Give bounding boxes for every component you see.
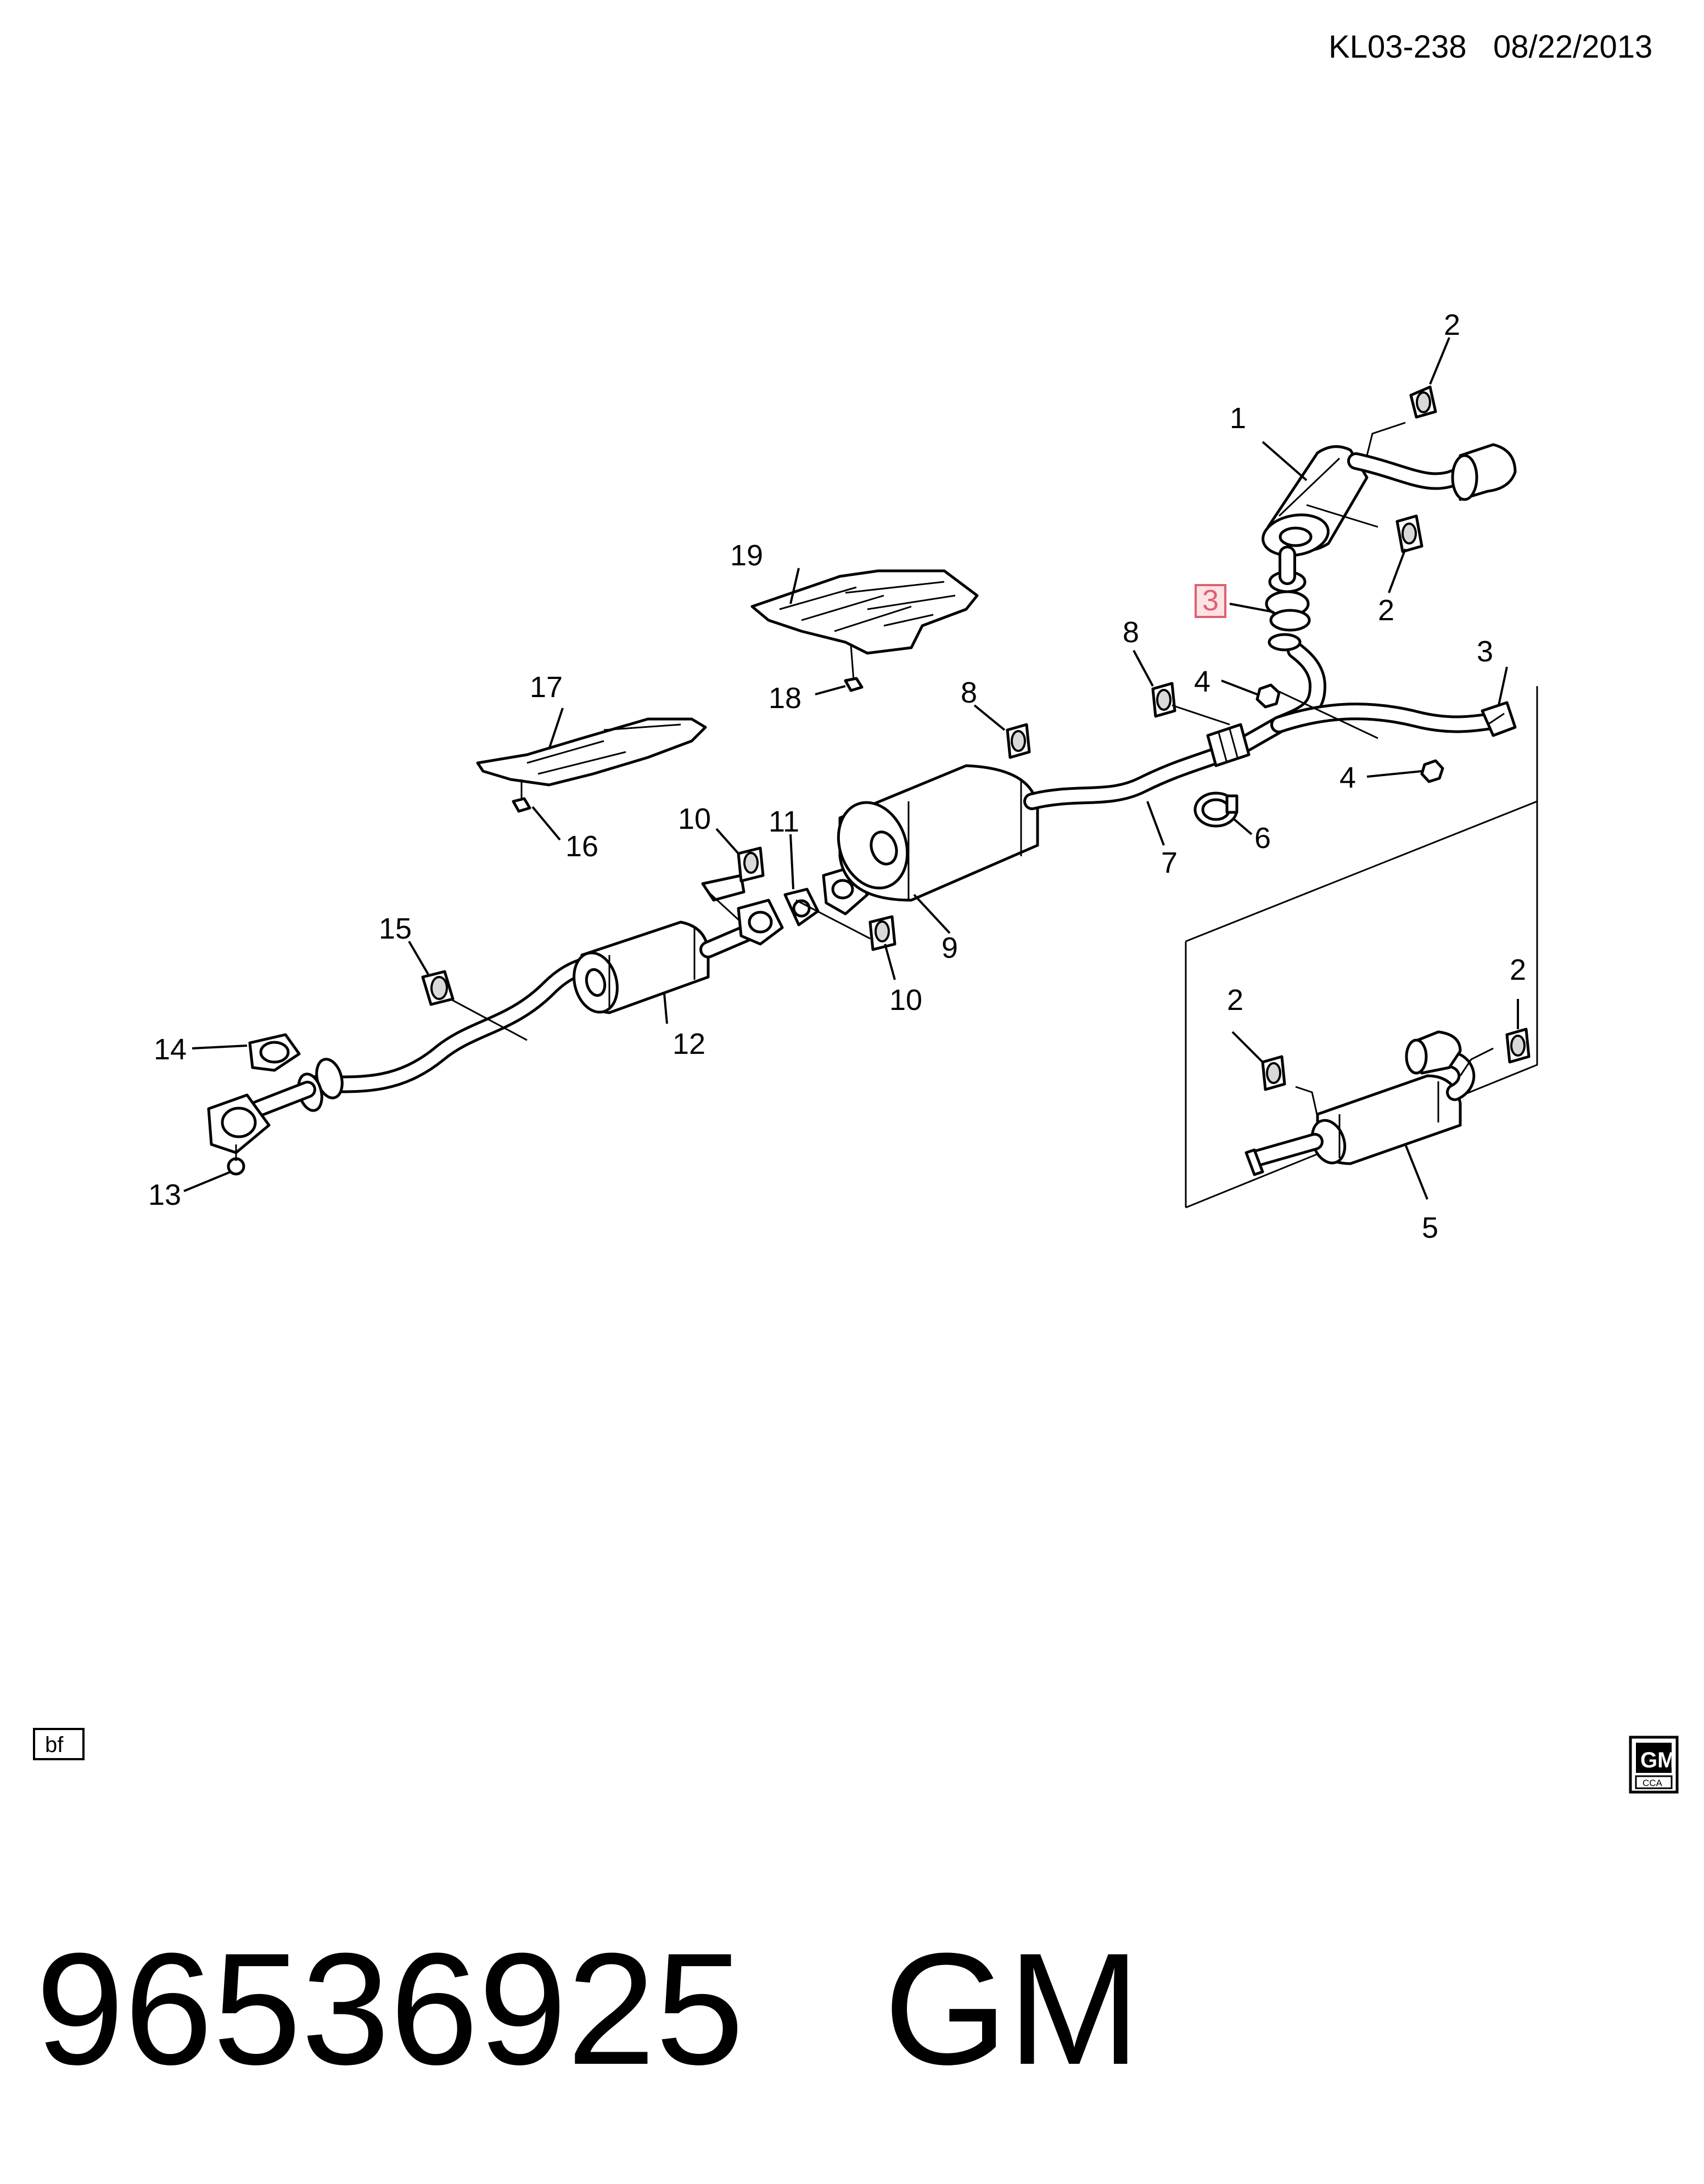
front-pipe-assembly	[249, 952, 613, 1118]
hanger-10-lower	[795, 899, 896, 951]
logo-top: GM	[1640, 1748, 1675, 1772]
inset-box	[1185, 686, 1538, 1209]
callout-3: 3	[1477, 635, 1493, 668]
callout-10: 10	[889, 984, 922, 1017]
seal-3-right	[1481, 701, 1517, 737]
hanger-8-right	[1151, 682, 1230, 726]
leader-lines	[183, 337, 1519, 1200]
callout-13: 13	[148, 1178, 181, 1211]
callout-16: 16	[565, 830, 598, 863]
hanger-2-top	[1409, 385, 1437, 419]
logo-bottom: CCA	[1643, 1778, 1663, 1788]
callout-9: 9	[941, 931, 958, 964]
muffler-5	[1245, 1030, 1494, 1176]
callout-5: 5	[1422, 1211, 1438, 1244]
callout-6: 6	[1254, 822, 1271, 855]
flange-13	[207, 1093, 271, 1176]
brand-name: GM	[884, 1920, 1140, 2098]
gm-cca-logo: GM CCA	[1629, 1736, 1679, 1794]
callout-12: 12	[672, 1028, 705, 1060]
hanger-2-side	[1395, 514, 1423, 553]
clamp-6	[1193, 791, 1238, 828]
part-number: 96536925	[36, 1920, 744, 2098]
nut-4-upper	[1255, 683, 1281, 709]
callout-8: 8	[961, 676, 977, 709]
hanger-8-left	[1006, 723, 1031, 759]
heat-shield-19	[750, 569, 979, 692]
callout-4: 4	[1194, 665, 1210, 698]
gasket-14	[248, 1033, 301, 1072]
callout-2: 2	[1227, 984, 1243, 1017]
hanger-15	[421, 970, 528, 1041]
callout-3-highlight	[1195, 584, 1226, 618]
drawing-code: KL03-238	[1329, 29, 1467, 65]
view-code: bf	[45, 1733, 64, 1757]
hanger-10-upper	[737, 846, 765, 883]
callout-2: 2	[1444, 308, 1460, 341]
callout-10: 10	[678, 802, 711, 835]
nut-4-lower	[1420, 759, 1444, 783]
callout-2: 2	[1510, 953, 1526, 986]
view-code-box: bf	[33, 1728, 85, 1760]
callout-18: 18	[769, 682, 801, 715]
drawing-date: 08/22/2013	[1493, 29, 1652, 65]
hanger-2-inset-left	[1261, 1055, 1286, 1091]
callout-15: 15	[379, 912, 412, 945]
callout-3: 3	[1202, 584, 1219, 617]
callout-8: 8	[1123, 616, 1139, 649]
callout-17: 17	[530, 671, 563, 704]
rear-muffler-1	[1262, 422, 1517, 585]
callout-11: 11	[769, 805, 799, 838]
callout-14: 14	[154, 1033, 187, 1066]
callout-labels: 1 2 2 3 4 3 4 8 8 19 18 17 16 10 11 6 7 …	[148, 308, 1526, 1244]
callout-2: 2	[1378, 594, 1394, 627]
intermediate-pipe-7	[837, 633, 1513, 902]
callout-7: 7	[1161, 846, 1178, 879]
resonator-12	[573, 920, 755, 1014]
callout-19: 19	[730, 539, 763, 572]
heat-shield-17	[476, 717, 707, 813]
hanger-2-inset-right	[1505, 1028, 1531, 1064]
callout-1: 1	[1230, 402, 1246, 435]
callout-4: 4	[1339, 761, 1356, 794]
